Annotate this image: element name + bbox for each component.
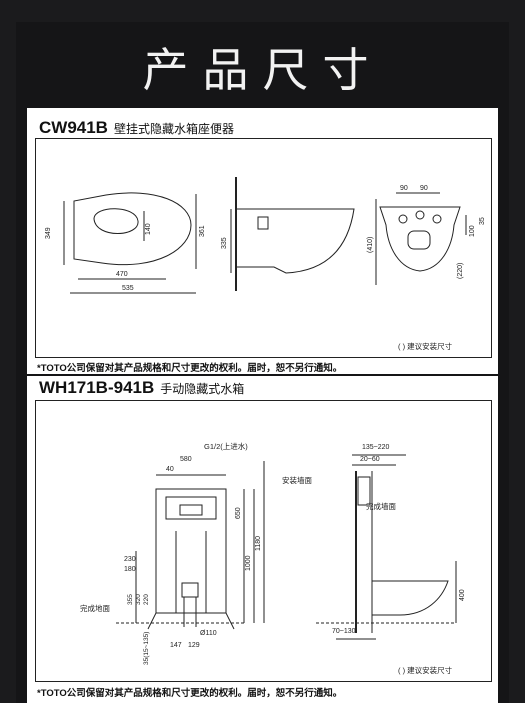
- dim-470: 470: [116, 271, 128, 278]
- dim-70-130: 70~130: [332, 628, 356, 635]
- inlet-label: G1/2(上进水): [204, 441, 248, 451]
- toilet-side-view: [236, 208, 355, 274]
- dim-320: 320: [135, 594, 142, 605]
- product-panel-cw941b: CW941B 壁挂式隐藏水箱座便器: [27, 108, 498, 374]
- dim-535: 535: [122, 285, 134, 292]
- dim-1000: 1000: [245, 555, 252, 571]
- page-title: 产品尺寸: [142, 43, 383, 97]
- toilet-drawing-box: 349 140 361 470 535 335 90 90 100 35 (41…: [35, 138, 492, 358]
- dim-40: 40: [166, 466, 174, 473]
- dim-335: 335: [221, 237, 228, 249]
- dim-129: 129: [188, 642, 200, 649]
- tank-cistern: [165, 496, 217, 520]
- dim-100: 100: [469, 225, 476, 237]
- dim-220: 220: [143, 594, 150, 605]
- dim-410: (410): [367, 237, 374, 253]
- footnote: *TOTO公司保留对其产品规格和尺寸更改的权利。届时，恕不另行通知。: [37, 688, 343, 699]
- model-description: 手动隐藏式水箱: [160, 382, 245, 396]
- dim-650: 650: [235, 507, 242, 519]
- dim-20-60: 20~60: [360, 456, 380, 463]
- dim-220: (220): [457, 263, 464, 279]
- tank-frame: [155, 488, 227, 614]
- dim-1180: 1180: [255, 536, 262, 551]
- panel-heading: WH171B-941B 手动隐藏式水箱: [39, 378, 244, 398]
- tank-drawing-box: G1/2(上进水) 580 40 650 1000 1180 230 180 3…: [35, 400, 492, 682]
- dim-90-right: 90: [420, 185, 428, 192]
- dim-140: 140: [145, 223, 152, 235]
- install-wall-label: 安装墙面: [282, 475, 312, 485]
- dim-110: Ø110: [200, 630, 217, 637]
- flush-plate: [179, 504, 203, 516]
- dim-580: 580: [180, 456, 192, 463]
- tank-dimension-drawing: G1/2(上进水) 580 40 650 1000 1180 230 180 3…: [80, 441, 466, 675]
- drain-outlet: [181, 582, 199, 598]
- toilet-dimension-drawing: 349 140 361 470 535 335 90 90 100 35 (41…: [45, 177, 486, 351]
- dim-90-left: 90: [400, 185, 408, 192]
- toilet-bowl-opening: [93, 208, 139, 234]
- dim-147: 147: [170, 642, 182, 649]
- product-panel-wh171b: WH171B-941B 手动隐藏式水箱: [27, 376, 498, 703]
- toilet-side-profile: [372, 580, 449, 616]
- model-description: 壁挂式隐藏水箱座便器: [113, 122, 234, 136]
- dim-349: 349: [45, 227, 52, 239]
- install-legend: ( ) 建议安装尺寸: [398, 665, 453, 675]
- footnote: *TOTO公司保留对其产品规格和尺寸更改的权利。届时，恕不另行通知。: [37, 363, 343, 374]
- panel-heading: CW941B 壁挂式隐藏水箱座便器: [39, 118, 234, 138]
- toilet-front-view: [379, 206, 461, 272]
- floor-finish-label: 完成地面: [80, 603, 110, 613]
- toilet-top-view: [73, 192, 192, 266]
- dim-355: 355: [127, 594, 134, 605]
- finish-wall-label: 完成墙面: [366, 501, 396, 511]
- dim-35-range: 35(15~135): [143, 632, 150, 665]
- model-code: CW941B: [39, 118, 108, 137]
- install-legend: ( ) 建议安装尺寸: [398, 341, 453, 351]
- dim-180: 180: [124, 566, 136, 573]
- dim-135-220: 135~220: [362, 444, 390, 451]
- dim-400: 400: [459, 589, 466, 601]
- dim-35: 35: [479, 217, 486, 225]
- model-code: WH171B-941B: [39, 378, 155, 397]
- dim-361: 361: [199, 225, 206, 237]
- dim-230: 230: [124, 556, 136, 563]
